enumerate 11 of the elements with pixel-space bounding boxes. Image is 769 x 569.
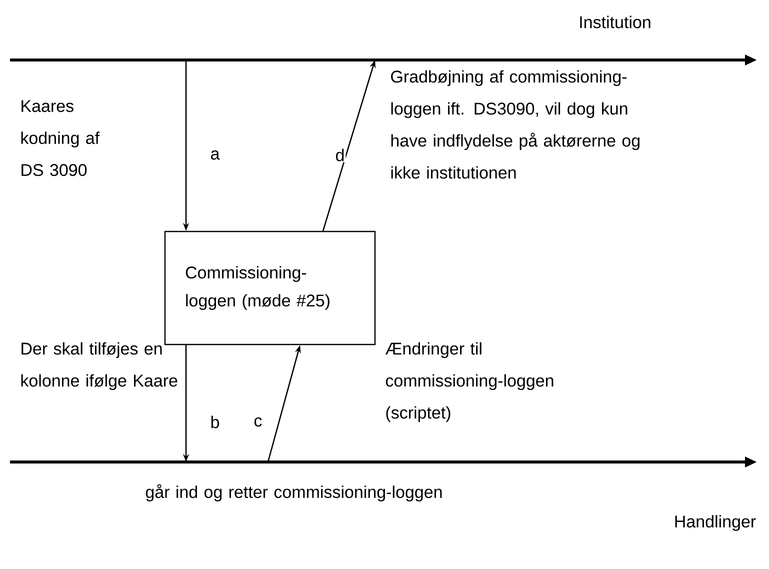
note-text: Kaares kodning af DS 3090: [21, 100, 100, 176]
edge-label: d: [336, 148, 344, 162]
note-text: går ind og retter commissioning-loggen: [146, 484, 442, 502]
edge-label: a: [211, 150, 220, 160]
edge-label: b: [211, 416, 220, 428]
note-text: Gradbøjning af commissioning-loggen ift. DS3090, vil dog kun have indflydelse på aktørerne og ikke institutionen: [391, 70, 640, 179]
edge-label: c: [254, 417, 262, 427]
process-box: Commissioning-loggen (møde #25): [164, 230, 376, 346]
note-text: Ændringer til commissioning-loggen (scriptet): [385, 342, 554, 422]
axis-label: Handlinger: [675, 515, 756, 531]
axis-label: Institution: [580, 16, 650, 28]
